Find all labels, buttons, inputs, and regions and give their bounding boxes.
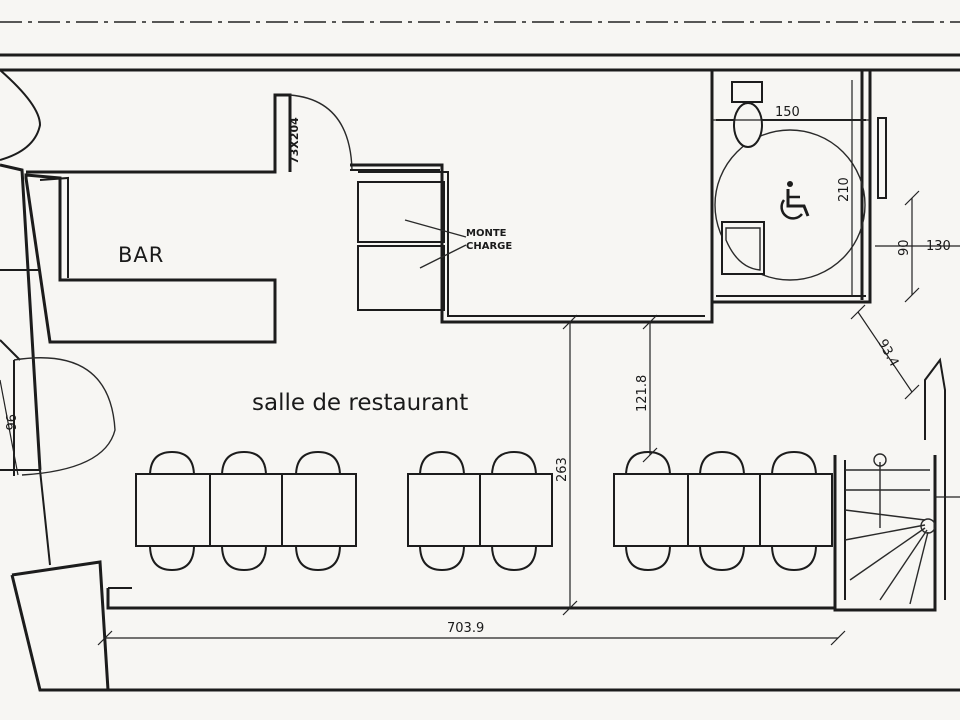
table	[407, 473, 481, 547]
chairs-bottom	[148, 544, 818, 572]
chairs-top	[148, 450, 818, 477]
kitchen-block	[350, 70, 714, 324]
goods-lift-label-1: MONTE	[466, 228, 507, 239]
wheelchair-icon	[780, 181, 810, 220]
west-wall	[0, 69, 110, 692]
table	[687, 473, 761, 547]
dim-wc-width: 150	[775, 105, 800, 120]
dim-wc-depth: 210	[837, 177, 852, 202]
bar-partition	[26, 93, 440, 174]
goods-lift-label-2: CHARGE	[466, 241, 512, 252]
south-wall	[40, 587, 960, 692]
table	[759, 473, 833, 547]
north-wall	[0, 53, 960, 72]
goods-lift	[357, 181, 467, 311]
dining-tables	[135, 450, 833, 572]
entrance-door	[13, 357, 116, 476]
table	[613, 473, 689, 547]
dim-passage-90: 90	[897, 239, 912, 256]
staircase	[833, 357, 946, 612]
door-size-label: 73X204	[288, 117, 301, 164]
bar-counter	[24, 173, 277, 344]
dim-entrance: 96	[2, 414, 17, 431]
dim-total-length: 703.9	[447, 621, 484, 636]
dining-room-label: salle de restaurant	[252, 390, 468, 416]
bar-label: BAR	[118, 243, 164, 267]
table	[281, 473, 357, 547]
table	[135, 473, 211, 547]
dim-passage-130: 130	[926, 239, 951, 254]
dimension-lines	[0, 80, 960, 646]
dim-kitchen-gap: 121.8	[635, 375, 650, 412]
dim-room-depth: 263	[555, 457, 570, 482]
table	[209, 473, 283, 547]
table	[479, 473, 553, 547]
dim-corridor: 93.4	[874, 337, 901, 370]
